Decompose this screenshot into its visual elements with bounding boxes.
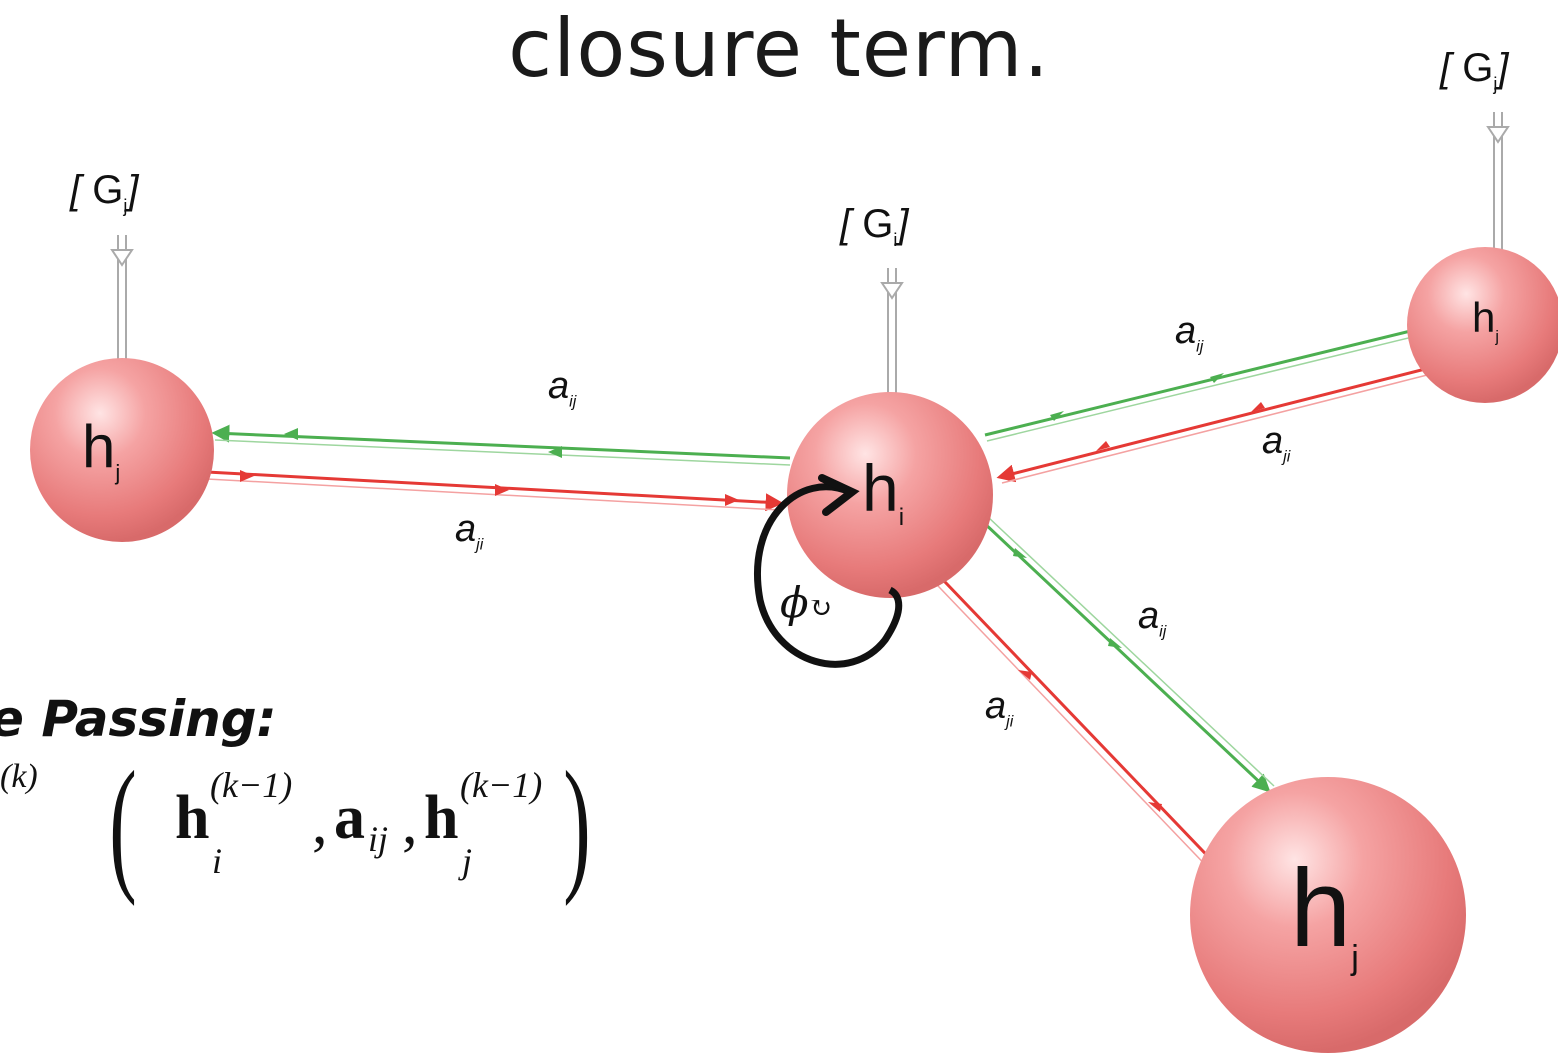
node-center: [787, 392, 993, 598]
edge-center-topright: [984, 319, 1503, 484]
formula-h-j-sup: (k−1): [460, 765, 543, 805]
input-label-center: [ Gi]: [840, 202, 909, 250]
edge-label-aji-left: aji: [455, 508, 484, 554]
formula-a-sub: ij: [368, 819, 389, 859]
edge-label-aji-topright: aji: [1262, 420, 1291, 466]
formula-h-j-sub: j: [462, 841, 473, 881]
node-left: [30, 358, 214, 542]
edge-aji-left: [169, 468, 784, 512]
formula-comma-1: ,: [312, 789, 328, 857]
self-loop-label: ϕ↻: [780, 578, 833, 627]
formula-comma-2: ,: [402, 789, 418, 857]
self-loop: [754, 474, 903, 668]
edge-label-aij-bottomright: aij: [1138, 595, 1167, 641]
edge-label-aij-left: aij: [548, 365, 577, 411]
node-bottom-right-label: hj: [1290, 847, 1359, 977]
input-label-left: [ Gj]: [70, 168, 139, 216]
input-label-top-right: [ Gj]: [1440, 46, 1509, 94]
edge-left-center: [169, 424, 791, 512]
node-left-label: hj: [82, 413, 121, 485]
formula-paren-left: (: [109, 741, 137, 907]
formula-a: a: [334, 784, 365, 852]
node-top-right-label: hj: [1472, 294, 1499, 346]
formula-h-i-sub: i: [212, 841, 223, 881]
input-arrows: [110, 112, 1510, 427]
node-center-label: hi: [862, 451, 905, 532]
formula-h-j: h: [424, 784, 459, 852]
node-bottom-right: [1190, 777, 1466, 1053]
formula: (k) ( h (k−1) i , a ij , h (k−1) j ): [0, 741, 800, 978]
edge-aij-left: [211, 424, 791, 460]
formula-sup-k: (k): [0, 758, 38, 795]
formula-h-i-sup: (k−1): [210, 765, 293, 805]
edge-label-aji-bottomright: aji: [985, 685, 1014, 731]
section-heading: e Passing:: [0, 690, 277, 748]
formula-paren-right: ): [563, 741, 591, 907]
formula-h-i: h: [175, 784, 210, 852]
page-title: closure term.: [508, 2, 1050, 95]
edge-label-aij-topright: aij: [1175, 310, 1204, 356]
edge-center-bottomright: [893, 500, 1275, 901]
node-top-right: [1407, 247, 1558, 403]
